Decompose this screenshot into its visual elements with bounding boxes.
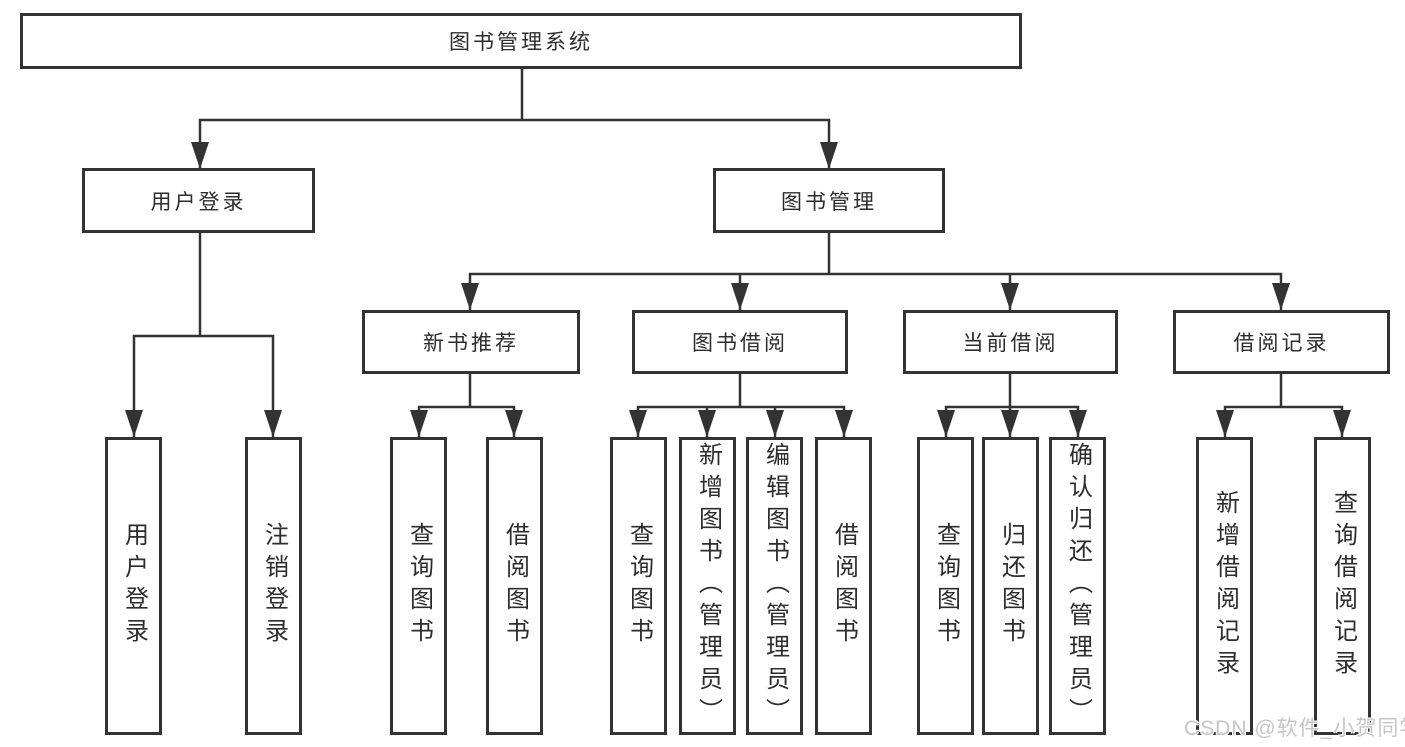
node-user-login-label: 用户登录	[150, 190, 247, 214]
arrow-down-icon	[1001, 283, 1019, 310]
node-new-book-recommend-label: 新书推荐	[423, 332, 519, 355]
arrow-down-icon	[1001, 410, 1019, 437]
node-user-login: 用户登录	[82, 168, 315, 233]
leaf-newbook-query-books: 查询图书	[390, 437, 447, 735]
leaf-borrowing-borrow-books-label: 借阅图书	[830, 522, 858, 650]
node-borrowing-records: 借阅记录	[1173, 310, 1390, 374]
leaf-current-confirm-return-admin: 确认归还（管理员）	[1049, 437, 1106, 735]
leaf-newbook-query-books-label: 查询图书	[405, 522, 433, 650]
arrow-down-icon	[731, 283, 749, 310]
leaf-logout-label: 注销登录	[260, 522, 288, 650]
leaf-user-login: 用户登录	[105, 437, 162, 735]
edge-userlogin-rail	[132, 334, 275, 437]
node-book-management-label: 图书管理	[781, 190, 877, 214]
leaf-current-confirm-return-admin-label: 确认归还（管理员）	[1064, 442, 1092, 730]
leaf-records-add-record: 新增借阅记录	[1196, 437, 1253, 735]
leaf-current-return-books: 归还图书	[982, 437, 1039, 735]
arrow-down-icon	[125, 410, 143, 437]
arrow-down-icon	[937, 410, 955, 437]
arrow-down-icon	[766, 410, 784, 437]
leaf-current-query-books-label: 查询图书	[932, 522, 960, 650]
arrow-down-icon	[461, 283, 479, 310]
leaf-current-return-books-label: 归还图书	[997, 522, 1025, 650]
arrow-down-icon	[835, 410, 853, 437]
leaf-borrowing-query-books-label: 查询图书	[625, 522, 653, 650]
leaf-borrowing-edit-books-admin-label: 编辑图书（管理员）	[761, 442, 789, 730]
csdn-watermark: CSDN @软件_小贺同学	[1184, 717, 1405, 740]
arrow-down-icon	[629, 410, 647, 437]
node-root-label: 图书管理系统	[449, 31, 593, 54]
arrow-down-icon	[820, 142, 838, 169]
leaf-records-query-record: 查询借阅记录	[1314, 437, 1371, 735]
node-current-borrowing: 当前借阅	[903, 310, 1118, 374]
arrow-down-icon	[264, 410, 282, 437]
leaf-borrowing-add-books-admin-label: 新增图书（管理员）	[694, 442, 722, 730]
leaf-records-add-record-label: 新增借阅记录	[1211, 490, 1239, 682]
edge-borrowing-rail	[636, 405, 846, 437]
leaf-newbook-borrow-books-label: 借阅图书	[501, 522, 529, 650]
edge-level3-rail	[468, 272, 1283, 310]
leaf-newbook-borrow-books: 借阅图书	[486, 437, 543, 735]
leaf-borrowing-borrow-books: 借阅图书	[815, 437, 872, 735]
arrow-down-icon	[505, 410, 523, 437]
leaf-borrowing-edit-books-admin: 编辑图书（管理员）	[746, 437, 803, 735]
node-root: 图书管理系统	[20, 13, 1022, 69]
leaf-borrowing-add-books-admin: 新增图书（管理员）	[679, 437, 736, 735]
edge-records-rail	[1223, 405, 1344, 437]
edge-level2-rail	[198, 118, 831, 169]
node-book-borrowing: 图书借阅	[632, 310, 848, 374]
arrow-down-icon	[1272, 283, 1290, 310]
leaf-borrowing-query-books: 查询图书	[610, 437, 667, 735]
edge-newbook-rail	[417, 405, 516, 437]
arrow-down-icon	[1216, 410, 1234, 437]
leaf-current-query-books: 查询图书	[917, 437, 974, 735]
arrow-down-icon	[1069, 410, 1087, 437]
leaf-records-query-record-label: 查询借阅记录	[1329, 490, 1357, 682]
leaf-logout: 注销登录	[245, 437, 302, 735]
node-new-book-recommend: 新书推荐	[362, 310, 580, 374]
node-current-borrowing-label: 当前借阅	[962, 332, 1059, 355]
arrow-down-icon	[191, 142, 209, 169]
arrow-down-icon	[1333, 410, 1351, 437]
node-book-borrowing-label: 图书借阅	[692, 332, 788, 355]
arrow-down-icon	[698, 410, 716, 437]
arrow-down-icon	[410, 410, 428, 437]
node-borrowing-records-label: 借阅记录	[1233, 332, 1330, 355]
node-book-management: 图书管理	[713, 168, 945, 233]
leaf-user-login-label: 用户登录	[120, 522, 148, 650]
